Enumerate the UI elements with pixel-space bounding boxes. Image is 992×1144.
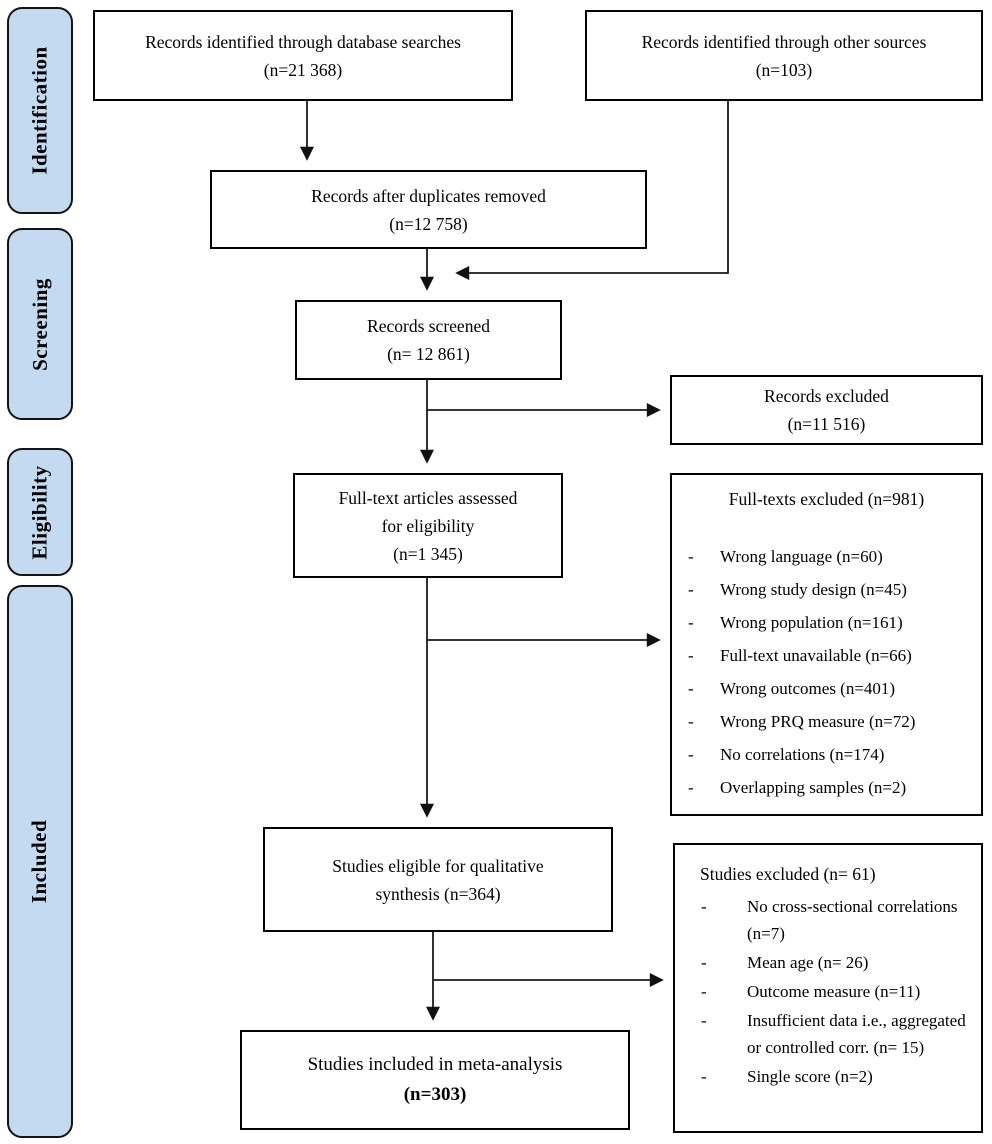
exclusion-item-text: No correlations (n=174): [720, 745, 885, 764]
dash-bullet: -: [688, 580, 694, 599]
exclusion-item: - Overlapping samples (n=2): [672, 771, 981, 804]
dash-bullet: -: [701, 1011, 707, 1031]
box-count: (n=21 368): [263, 59, 343, 80]
dash-bullet: -: [701, 1067, 707, 1087]
dash-bullet: -: [688, 712, 694, 731]
exclusion-item: - Outcome measure (n=11): [675, 978, 981, 1005]
box-line: Records excluded: [764, 386, 889, 406]
exclusion-item: - No correlations (n=174): [672, 738, 981, 771]
exclusion-item-text: Overlapping samples (n=2): [720, 778, 907, 797]
dash-bullet: -: [701, 953, 707, 973]
box-count: (n= 12 861): [387, 344, 470, 364]
box-line: Studies eligible for qualitative: [332, 855, 544, 876]
stage-label-identification: Identification: [7, 7, 73, 214]
exclusion-item-text: Wrong study design (n=45): [720, 580, 907, 599]
exclusion-item: - No cross-sectional correlations (n=7): [675, 893, 981, 947]
exclusion-item: - Single score (n=2): [675, 1063, 981, 1090]
box-count: (n=1 345): [393, 543, 463, 564]
box-line: Records after duplicates removed: [311, 185, 546, 206]
exclusion-item-text: Full-text unavailable (n=66): [720, 646, 912, 665]
box-qualitative-synthesis: Studies eligible for qualitative synthes…: [263, 827, 613, 932]
box-count: (n=12 758): [389, 213, 468, 234]
dash-bullet: -: [701, 982, 707, 1002]
box-records-screened: Records screened (n= 12 861): [295, 300, 562, 380]
box-count: (n=11 516): [787, 414, 866, 434]
exclusion-item-text: Insufficient data i.e., aggregated or co…: [747, 1011, 966, 1058]
dash-bullet: -: [701, 897, 707, 917]
exclusion-item-text: Mean age (n= 26): [747, 953, 869, 973]
exclusion-item: - Wrong outcomes (n=401): [672, 672, 981, 705]
exclusion-item: - Wrong population (n=161): [672, 606, 981, 639]
box-fulltexts-excluded: Full-texts excluded (n=981) - Wrong lang…: [670, 473, 983, 816]
box-included-meta-analysis: Studies included in meta-analysis (n=303…: [240, 1030, 630, 1130]
stage-label-text: Screening: [27, 277, 52, 371]
box-records-other-sources: Records identified through other sources…: [585, 10, 983, 101]
box-records-excluded: Records excluded (n=11 516): [670, 375, 983, 445]
stage-label-included: Included: [7, 585, 73, 1138]
exclusion-item: - Insufficient data i.e., aggregated or …: [675, 1007, 981, 1061]
box-line: Full-text articles assessed: [338, 487, 518, 508]
exclusion-item: - Full-text unavailable (n=66): [672, 639, 981, 672]
stage-label-text: Eligibility: [27, 464, 52, 560]
exclusion-item-text: Single score (n=2): [747, 1067, 873, 1087]
dash-bullet: -: [688, 646, 694, 665]
stage-label-eligibility: Eligibility: [7, 448, 73, 576]
exclusion-item: - Mean age (n= 26): [675, 949, 981, 976]
box-line: for eligibility: [381, 515, 475, 536]
box-line: Records identified through database sear…: [145, 31, 461, 52]
exclusion-item-text: No cross-sectional correlations (n=7): [747, 897, 958, 944]
exclusion-list-title: Full-texts excluded (n=981): [728, 489, 925, 509]
dash-bullet: -: [688, 547, 694, 566]
box-line: Studies included in meta-analysis: [307, 1053, 563, 1075]
dash-bullet: -: [688, 778, 694, 797]
box-duplicates-removed: Records after duplicates removed (n=12 7…: [210, 170, 647, 249]
box-count: (n=303): [403, 1084, 467, 1105]
stage-label-text: Included: [27, 819, 52, 904]
dash-bullet: -: [688, 745, 694, 764]
dash-bullet: -: [688, 679, 694, 698]
box-line: Records identified through other sources: [641, 31, 927, 52]
exclusion-item: - Wrong PRQ measure (n=72): [672, 705, 981, 738]
exclusion-list: - No cross-sectional correlations (n=7) …: [675, 893, 981, 1090]
stage-label-screening: Screening: [7, 228, 73, 420]
box-line: Records screened: [367, 316, 490, 336]
exclusion-item: - Wrong language (n=60): [672, 540, 981, 573]
box-fulltext-assessed: Full-text articles assessed for eligibil…: [293, 473, 563, 578]
exclusion-item-text: Wrong language (n=60): [720, 547, 883, 566]
exclusion-item-text: Wrong PRQ measure (n=72): [720, 712, 916, 731]
exclusion-item-text: Wrong population (n=161): [720, 613, 903, 632]
dash-bullet: -: [688, 613, 694, 632]
stage-label-text: Identification: [27, 46, 52, 175]
exclusion-item-text: Outcome measure (n=11): [747, 982, 921, 1002]
box-records-database-searches: Records identified through database sear…: [93, 10, 513, 101]
exclusion-item-text: Wrong outcomes (n=401): [720, 679, 896, 698]
exclusion-list: - Wrong language (n=60) - Wrong study de…: [672, 540, 981, 804]
exclusion-list-title: Studies excluded (n= 61): [700, 864, 876, 884]
box-studies-excluded: Studies excluded (n= 61) - No cross-sect…: [673, 843, 983, 1133]
exclusion-item: - Wrong study design (n=45): [672, 573, 981, 606]
box-count: (n=103): [755, 59, 813, 80]
box-line: synthesis (n=364): [375, 883, 501, 904]
